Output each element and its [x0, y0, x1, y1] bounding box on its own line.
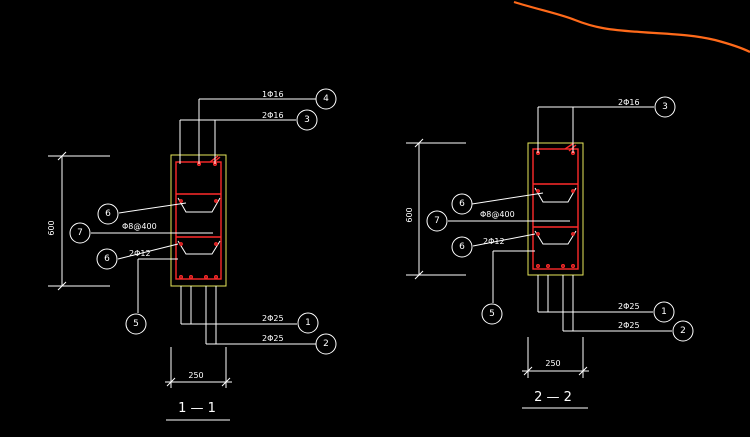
svg-text:5: 5 [133, 319, 139, 329]
section-1-marker-6-lower: 6 [96, 248, 118, 270]
section-1-rebar-cage [175, 155, 222, 280]
section-2-bottom-leaders: 2Φ25 2Φ25 [537, 275, 672, 332]
section-1-marker-6-upper: 6 [97, 203, 119, 225]
svg-text:6: 6 [459, 199, 465, 209]
section-2-width-dimension: 250 [522, 337, 589, 378]
section-1-ties [177, 197, 221, 255]
section-1-concrete-outline [170, 154, 227, 287]
section-1-title: 1 — 1 [178, 401, 216, 416]
section-2-label-stirrup: Φ8@400 [480, 210, 515, 219]
section-2-label-side-bars: 2Φ12 [483, 237, 505, 246]
section-2-concrete-outline [527, 142, 584, 276]
section-1-1: 600 250 1Φ16 2Φ16 Φ8@40 [47, 88, 337, 421]
section-2-ties [534, 187, 577, 245]
section-2-title: 2 — 2 [534, 390, 572, 405]
section-1-label-top-bar-4: 1Φ16 [262, 90, 284, 99]
section-1-marker-5: 5 [125, 313, 147, 335]
section-1-marker-4: 4 [315, 88, 337, 110]
section-2-width-label: 250 [545, 359, 560, 368]
section-2-marker-3: 3 [654, 96, 676, 118]
section-1-marker-3: 3 [296, 109, 318, 131]
section-2-2: 600 250 2Φ16 Φ8@400 2Φ12 [405, 96, 694, 409]
svg-text:3: 3 [304, 115, 310, 125]
svg-text:1: 1 [305, 318, 311, 328]
section-2-height-label: 600 [405, 207, 414, 222]
svg-text:6: 6 [105, 209, 111, 219]
svg-text:1: 1 [661, 307, 667, 317]
section-1-side-leaders: Φ8@400 2Φ12 [91, 202, 213, 313]
section-2-marker-7: 7 [426, 210, 448, 232]
svg-text:6: 6 [459, 242, 465, 252]
svg-text:7: 7 [434, 216, 440, 226]
section-2-marker-2: 2 [672, 320, 694, 342]
section-1-label-bottom-bar-1: 2Φ25 [262, 314, 284, 323]
section-2-marker-5: 5 [481, 303, 503, 325]
section-1-width-label: 250 [188, 371, 203, 380]
section-1-marker-1: 1 [297, 312, 319, 334]
section-1-label-bottom-bar-2: 2Φ25 [262, 334, 284, 343]
section-1-label-side-bars: 2Φ12 [129, 249, 151, 258]
boundary-curve [513, 0, 750, 53]
svg-text:5: 5 [489, 309, 495, 319]
section-2-marker-6-lower: 6 [451, 236, 473, 258]
section-2-top-leaders: 2Φ16 [537, 98, 654, 153]
section-1-top-leaders: 1Φ16 2Φ16 [179, 90, 316, 164]
svg-text:2: 2 [680, 326, 686, 336]
section-2-marker-6-upper: 6 [451, 193, 473, 215]
section-2-label-bottom-bar-1: 2Φ25 [618, 302, 640, 311]
section-1-label-top-bar-3: 2Φ16 [262, 111, 284, 120]
section-1-label-stirrup: Φ8@400 [122, 222, 157, 231]
section-1-marker-7: 7 [69, 222, 91, 244]
section-2-marker-1: 1 [653, 301, 675, 323]
svg-text:4: 4 [323, 94, 329, 104]
svg-text:6: 6 [104, 254, 110, 264]
section-2-rebar-cage [532, 142, 579, 270]
svg-text:3: 3 [662, 102, 668, 112]
section-1-width-dimension: 250 [165, 347, 232, 388]
section-1-marker-2: 2 [315, 333, 337, 355]
section-1-bottom-leaders: 2Φ25 2Φ25 [180, 286, 316, 345]
section-2-label-bottom-bar-2: 2Φ25 [618, 321, 640, 330]
section-1-height-dimension: 600 [47, 151, 110, 291]
svg-text:2: 2 [323, 339, 329, 349]
section-2-side-leaders: Φ8@400 2Φ12 [448, 192, 570, 303]
section-2-height-dimension: 600 [405, 138, 466, 280]
section-2-label-top-bar-3: 2Φ16 [618, 98, 640, 107]
section-1-height-label: 600 [47, 220, 56, 235]
svg-text:7: 7 [77, 228, 83, 238]
